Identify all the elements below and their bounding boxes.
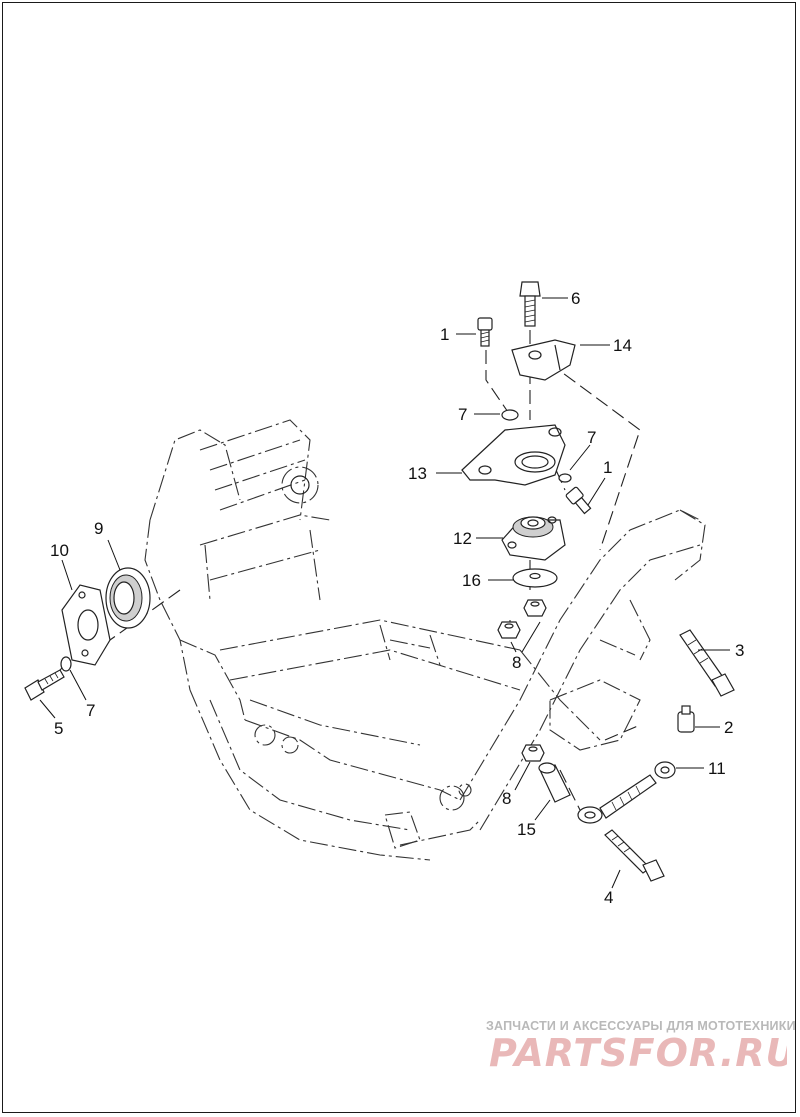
callout-8-lower: 8 [502,789,511,808]
part-11-stabilizer-link [577,761,676,824]
leader-lines [39,297,730,889]
callout-7-right: 7 [587,428,596,447]
callout-7-left: 7 [86,701,95,720]
watermark-logo: PARTSFOR.RU [489,1031,787,1074]
callout-4: 4 [604,888,613,907]
callout-10: 10 [50,541,69,560]
callout-numbers: 6 1 14 7 7 13 1 12 16 8 3 2 11 8 15 4 9 … [50,289,744,907]
part-3-stud [679,629,735,697]
watermark-logo-text: PARTSFOR.RU [489,1031,787,1074]
part-9-bearing [105,567,151,629]
callout-15: 15 [517,820,536,839]
part-5-bolt [24,669,65,701]
callout-11: 11 [708,759,726,778]
part-12-isolator [501,516,566,561]
part-14-bracket [511,339,576,381]
callout-6: 6 [571,289,580,308]
part-2-bolt [677,705,695,733]
callout-8-upper: 8 [512,653,521,672]
part-4-bolt [604,829,665,882]
part-6-bolt [519,281,541,327]
motorcycle-frame [144,419,706,861]
part-7-washer-upper [501,409,519,421]
callout-7-upper: 7 [458,405,467,424]
part-1-bolt-lower [565,486,592,515]
callout-2: 2 [724,718,733,737]
part-15-spacer [538,762,571,803]
callout-9: 9 [94,519,103,538]
callout-14: 14 [613,336,632,355]
part-8-nuts [497,599,547,762]
callout-1-upper: 1 [440,325,449,344]
callout-5: 5 [54,719,63,738]
part-7-washer-left [60,656,72,672]
part-7-washer-right [558,473,572,483]
callout-1-lower: 1 [603,458,612,477]
part-16-washer [512,568,558,588]
part-10-flange [61,584,111,666]
part-1-bolt-upper [477,317,493,347]
callout-3: 3 [735,641,744,660]
callout-12: 12 [453,529,472,548]
part-13-mounting-plate [461,424,566,486]
watermark-caption: ЗАПЧАСТИ И АКСЕССУАРЫ ДЛЯ МОТОТЕХНИКИ [486,1019,796,1033]
callout-16: 16 [462,571,481,590]
callout-13: 13 [408,464,427,483]
